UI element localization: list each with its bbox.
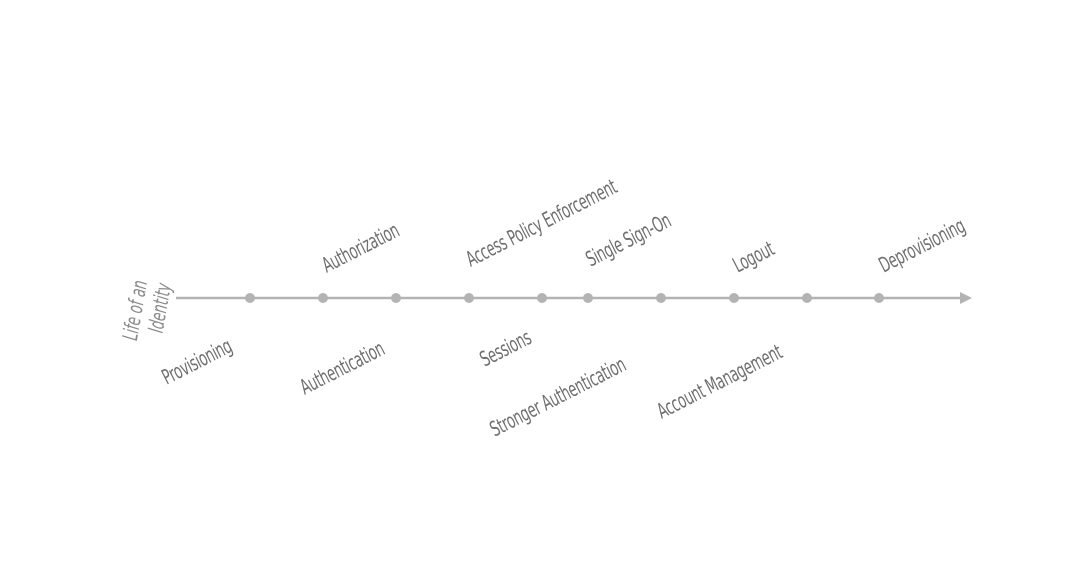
timeline-dot [318,293,328,303]
timeline-arrowhead [960,292,972,304]
timeline-dot [802,293,812,303]
timeline-dot [729,293,739,303]
timeline-dot [537,293,547,303]
timeline-dot [245,293,255,303]
timeline-dot [656,293,666,303]
timeline-dot [583,293,593,303]
timeline-dot [464,293,474,303]
timeline-dot [874,293,884,303]
timeline-dot [391,293,401,303]
